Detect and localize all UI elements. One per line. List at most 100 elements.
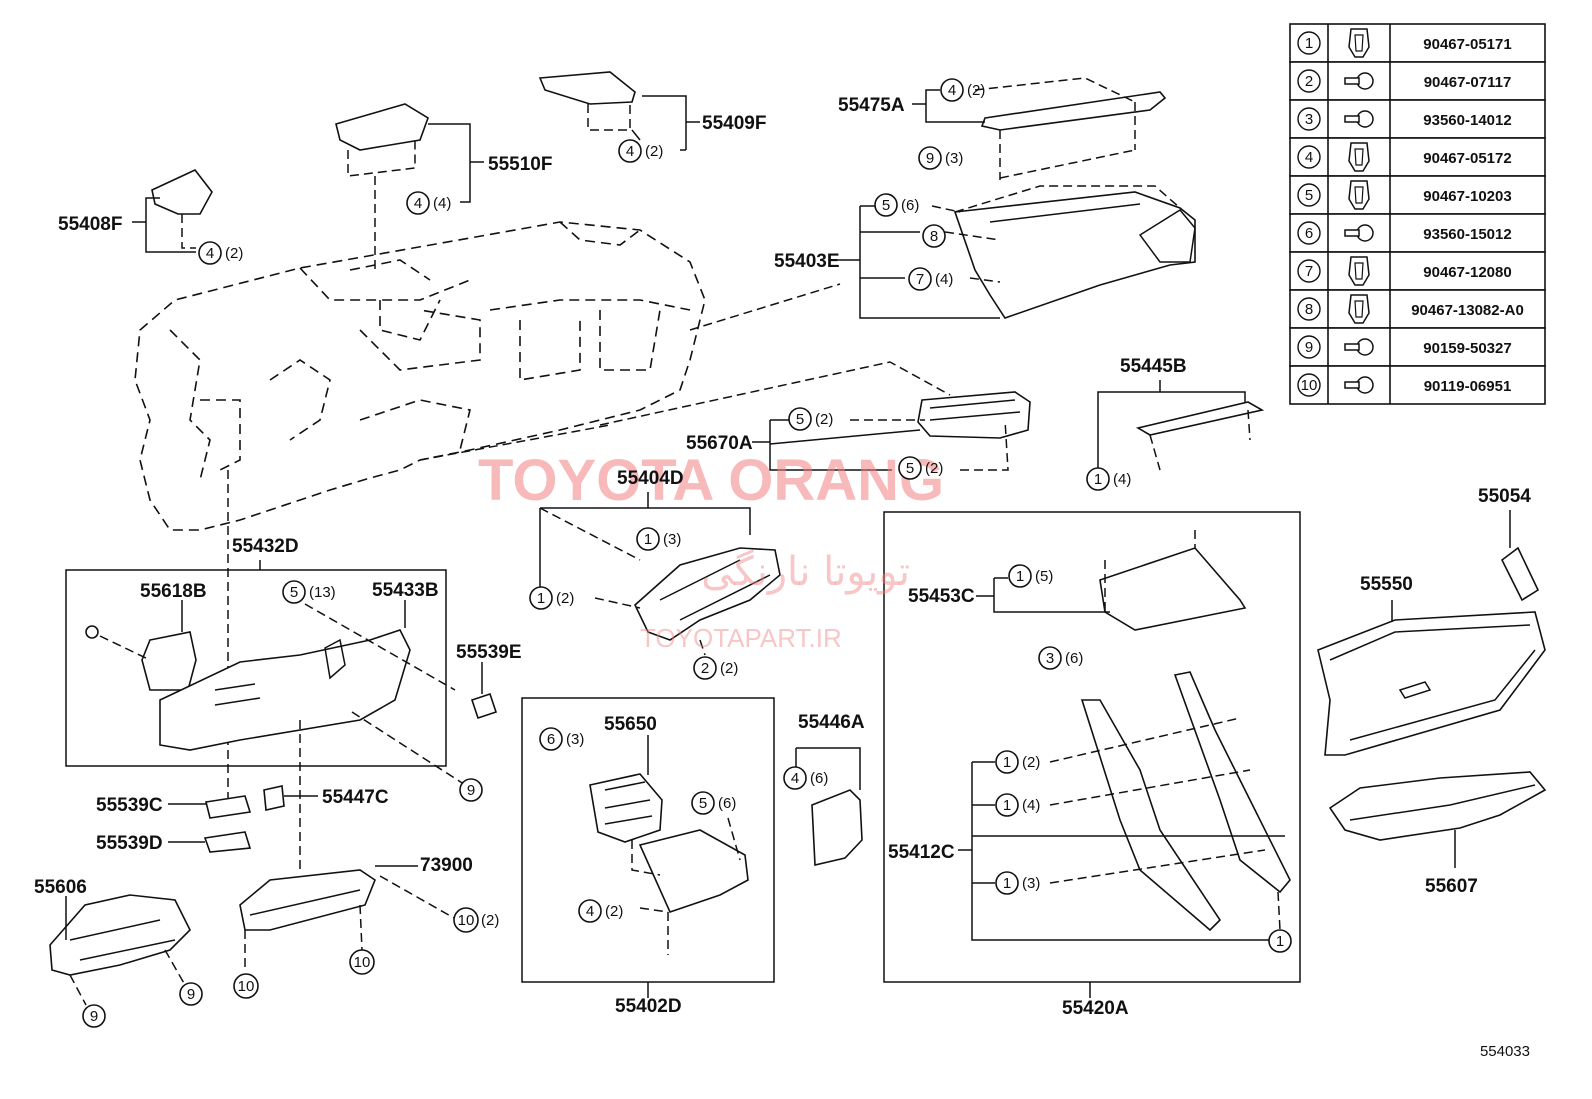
fastener-number-circle [1297, 183, 1321, 207]
svg-text:(2): (2) [815, 411, 833, 428]
label-55618b: 55618B [140, 581, 207, 602]
fastener-row: 7 90467-12080 [1289, 251, 1546, 291]
callout-55404d-a: 1 (3) [636, 527, 681, 551]
label-55408f: 55408F [58, 214, 122, 235]
callout-55475a-4: 4(2) [940, 78, 985, 102]
callout-55606-9a: 9 [179, 982, 203, 1006]
callout-55403e-7: 7(4) [908, 267, 953, 291]
svg-text:4: 4 [626, 143, 634, 160]
svg-text:(3): (3) [663, 531, 681, 548]
fastener-number: 7 [1305, 263, 1313, 280]
diagram-code: 554033 [1480, 1043, 1530, 1060]
fastener-part-number: 90467-12080 [1423, 264, 1511, 281]
watermark-title: TOYOTA ORANG [478, 448, 944, 513]
part-55432d-group [65, 470, 471, 800]
callout-55670a-a: 5(2) [788, 407, 833, 431]
label-55432d: 55432D [232, 536, 299, 557]
fastener-number: 2 [1305, 73, 1313, 90]
callout-55446a: 4 (6) [783, 766, 828, 790]
svg-text:1: 1 [1276, 933, 1284, 950]
label-55607: 55607 [1425, 876, 1478, 897]
svg-text:1: 1 [1094, 471, 1102, 488]
fastener-number-circle [1297, 145, 1321, 169]
svg-text:10: 10 [354, 954, 371, 971]
label-55510f: 55510F [488, 154, 552, 175]
label-55404d: 55404D [617, 468, 684, 489]
fastener-row: 2 90467-07117 [1289, 61, 1546, 101]
leader-lines [419, 283, 841, 461]
fastener-number: 1 [1305, 35, 1313, 52]
label-55606: 55606 [34, 877, 87, 898]
svg-text:1: 1 [1003, 875, 1011, 892]
label-55453c: 55453C [908, 586, 975, 607]
callout-55475a-9: 9 (3) [918, 146, 963, 170]
label-73900: 73900 [420, 855, 473, 876]
part-55404d-group [539, 492, 781, 656]
svg-text:(2): (2) [720, 660, 738, 677]
part-55447c-group [263, 720, 318, 870]
fastener-row: 10 90119-06951 [1289, 365, 1546, 405]
svg-text:4: 4 [414, 195, 422, 212]
svg-text:9: 9 [926, 150, 934, 167]
svg-text:2: 2 [701, 660, 709, 677]
clip-icon [1348, 256, 1370, 286]
label-55054: 55054 [1478, 486, 1531, 507]
part-55550-group [1317, 600, 1546, 756]
label-55650: 55650 [604, 714, 657, 735]
part-55606-group [49, 894, 191, 1006]
fastener-number-circle [1297, 335, 1321, 359]
watermark-persian: تویوتا نارنگی [701, 549, 910, 595]
svg-text:(6): (6) [901, 197, 919, 214]
svg-text:(3): (3) [945, 150, 963, 167]
part-55409f-group [538, 71, 700, 151]
part-55475a-group [912, 77, 1167, 180]
part-55510f-group [335, 103, 484, 270]
watermark-site: TOYOTAPART.IR [640, 623, 842, 653]
clip-icon [1348, 142, 1370, 172]
fastener-number-circle [1297, 31, 1321, 55]
svg-text:5: 5 [906, 460, 914, 477]
fastener-number: 8 [1305, 301, 1313, 318]
callout-55670a-b: 5(2) [898, 456, 943, 480]
callout-55408f: 4(2) [198, 241, 243, 265]
svg-text:(2): (2) [481, 912, 499, 929]
screw-icon [1344, 376, 1374, 394]
fastener-number: 3 [1305, 111, 1313, 128]
part-55420a-group [883, 511, 1301, 998]
svg-text:1: 1 [1016, 568, 1024, 585]
part-55403e-group [838, 185, 1196, 319]
svg-text:9: 9 [90, 1008, 98, 1025]
callout-55606-9b: 9 [82, 1004, 106, 1028]
svg-text:(6): (6) [1065, 650, 1083, 667]
screw-icon [1344, 110, 1374, 128]
fastener-part-number: 90467-07117 [1424, 74, 1512, 91]
part-55402d-group [521, 697, 775, 998]
callout-55510f: 4 (4) [406, 191, 451, 215]
svg-text:(3): (3) [1022, 875, 1040, 892]
svg-text:(4): (4) [433, 195, 451, 212]
label-55550: 55550 [1360, 574, 1413, 595]
callout-55404d-b: 1(2) [529, 586, 574, 610]
svg-text:(2): (2) [605, 903, 623, 920]
part-55539c-group [168, 795, 252, 819]
fastener-part-number: 90119-06951 [1424, 378, 1512, 395]
part-55607-group [1328, 771, 1547, 868]
label-55409f: 55409F [702, 113, 766, 134]
callout-55403e-5: 5 (6) [874, 193, 919, 217]
svg-text:(6): (6) [810, 770, 828, 787]
label-55403e: 55403E [774, 251, 840, 272]
svg-text:9: 9 [187, 986, 195, 1003]
fastener-number-circle [1297, 69, 1321, 93]
fastener-part-number: 90467-05172 [1423, 150, 1511, 167]
part-73900-group [239, 865, 455, 972]
part-labels: 55409F 55510F 55408F 55475A 55403E 55445… [34, 95, 1531, 1019]
label-55670a: 55670A [686, 433, 753, 454]
svg-text:1: 1 [644, 531, 652, 548]
svg-text:4: 4 [791, 770, 799, 787]
svg-text:5: 5 [882, 197, 890, 214]
svg-text:(5): (5) [1035, 568, 1053, 585]
fastener-number: 10 [1301, 377, 1318, 394]
